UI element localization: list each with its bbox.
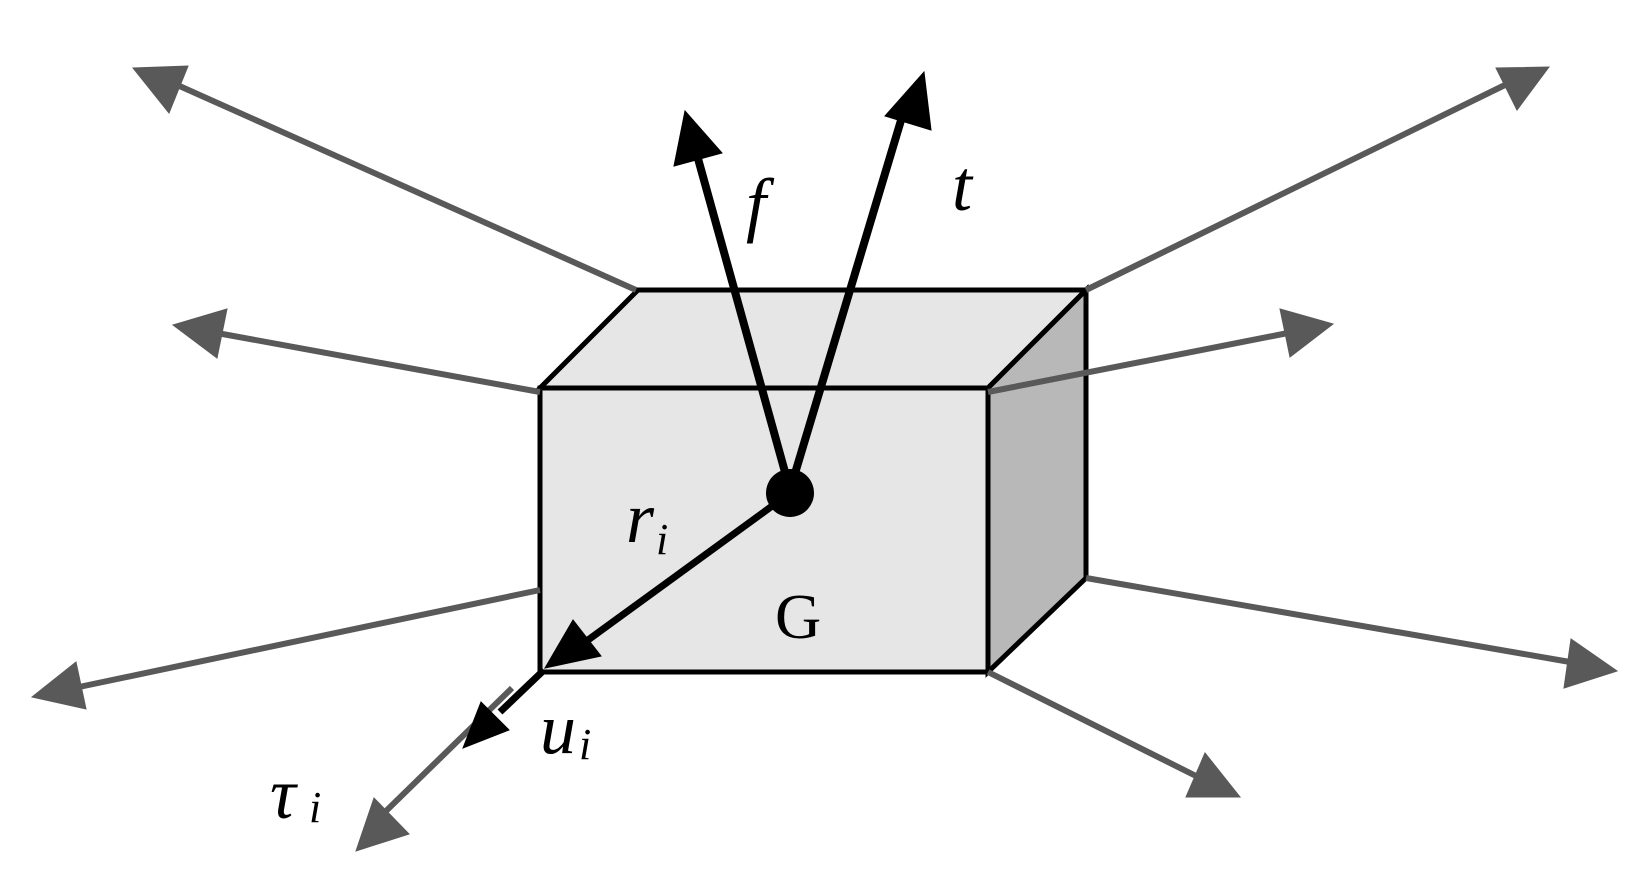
arrow-left-lower bbox=[30, 587, 541, 710]
label-center-g: G bbox=[775, 581, 821, 652]
arrow-traction-tau bbox=[355, 685, 515, 852]
label-displacement-u: u bbox=[540, 689, 576, 769]
arrow-left-upper bbox=[171, 308, 541, 395]
label-traction-tau: τ bbox=[270, 754, 298, 834]
arrow-torque-t bbox=[786, 70, 932, 492]
arrow-displacement-u bbox=[462, 667, 547, 749]
center-of-mass-point bbox=[766, 469, 814, 517]
label-traction-tau-subscript: i bbox=[309, 783, 321, 832]
traction-arrows bbox=[30, 65, 1619, 852]
arrow-top-right-outer bbox=[1084, 66, 1551, 293]
arrow-right-lower bbox=[1085, 575, 1619, 689]
label-position-r: r bbox=[626, 478, 655, 558]
primary-arrows bbox=[462, 70, 932, 749]
label-position-r-subscript: i bbox=[656, 515, 668, 564]
label-force-f: f bbox=[746, 164, 775, 244]
arrow-right-upper bbox=[987, 308, 1335, 395]
label-displacement-u-subscript: i bbox=[579, 720, 591, 769]
arrow-bottom-right bbox=[986, 669, 1242, 798]
arrow-top-left-outer bbox=[131, 65, 638, 293]
arrow-position-r bbox=[543, 490, 793, 669]
arrow-force-f bbox=[673, 109, 794, 492]
label-torque-t: t bbox=[952, 146, 974, 226]
